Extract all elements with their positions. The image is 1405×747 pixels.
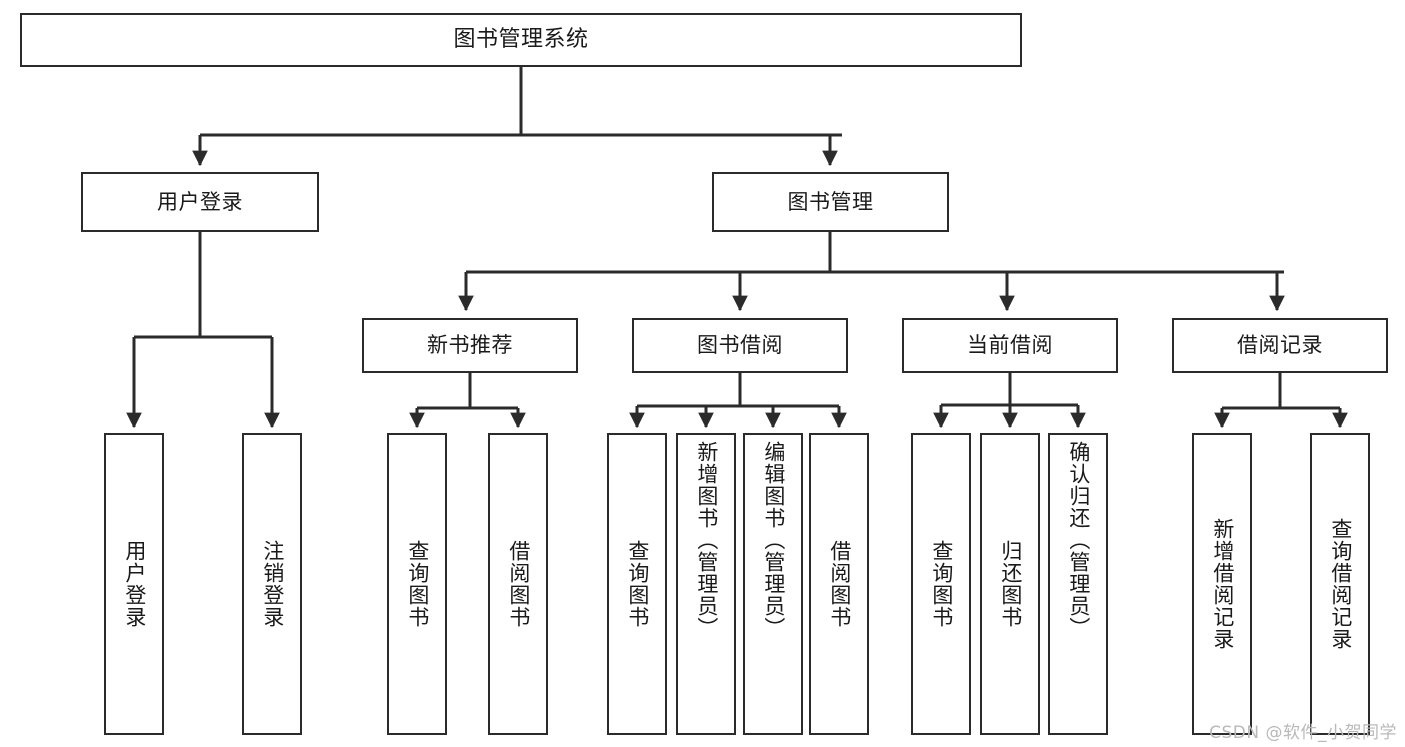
node-leaf-query-record-label: 查询借阅记录 bbox=[1328, 518, 1353, 650]
node-leaf-borrow-book-2-label: 借阅图书 bbox=[827, 540, 852, 628]
node-book-borrow[interactable]: 图书借阅 bbox=[632, 318, 848, 373]
node-leaf-borrow-book-1-label: 借阅图书 bbox=[506, 540, 531, 628]
node-leaf-query-book-2-label: 查询图书 bbox=[625, 540, 650, 628]
node-root[interactable]: 图书管理系统 bbox=[20, 13, 1022, 67]
node-leaf-query-record[interactable]: 查询借阅记录 bbox=[1310, 433, 1370, 735]
node-leaf-user-logout-label: 注销登录 bbox=[260, 540, 285, 628]
node-leaf-add-record-label: 新增借阅记录 bbox=[1210, 518, 1235, 650]
node-borrow-record-label: 借阅记录 bbox=[1237, 333, 1323, 358]
node-book-borrow-label: 图书借阅 bbox=[697, 333, 783, 358]
node-book-management[interactable]: 图书管理 bbox=[712, 172, 949, 232]
node-leaf-user-logout[interactable]: 注销登录 bbox=[242, 433, 302, 735]
node-leaf-borrow-book-1[interactable]: 借阅图书 bbox=[488, 433, 548, 735]
node-borrow-record[interactable]: 借阅记录 bbox=[1172, 318, 1388, 373]
node-leaf-query-book-1[interactable]: 查询图书 bbox=[387, 433, 447, 735]
node-leaf-confirm-return-label: 确认归还（管理员） bbox=[1066, 441, 1091, 639]
node-leaf-add-record[interactable]: 新增借阅记录 bbox=[1192, 433, 1252, 735]
node-current-borrow-label: 当前借阅 bbox=[967, 333, 1053, 358]
node-leaf-return-book[interactable]: 归还图书 bbox=[980, 433, 1040, 735]
node-user-login-label: 用户登录 bbox=[157, 189, 243, 214]
node-user-login[interactable]: 用户登录 bbox=[81, 172, 319, 232]
node-root-label: 图书管理系统 bbox=[453, 27, 589, 53]
node-leaf-borrow-book-2[interactable]: 借阅图书 bbox=[809, 433, 869, 735]
node-leaf-query-book-3[interactable]: 查询图书 bbox=[911, 433, 971, 735]
node-new-book-recommend-label: 新书推荐 bbox=[427, 333, 513, 358]
node-leaf-edit-book[interactable]: 编辑图书（管理员） bbox=[743, 433, 803, 735]
watermark: CSDN @软件_小贺同学 bbox=[1209, 723, 1397, 743]
node-leaf-return-book-label: 归还图书 bbox=[998, 540, 1023, 628]
node-new-book-recommend[interactable]: 新书推荐 bbox=[362, 318, 578, 373]
node-leaf-add-book[interactable]: 新增图书（管理员） bbox=[676, 433, 736, 735]
node-leaf-add-book-label: 新增图书（管理员） bbox=[694, 441, 719, 639]
node-leaf-user-login[interactable]: 用户登录 bbox=[104, 433, 164, 735]
node-leaf-query-book-2[interactable]: 查询图书 bbox=[607, 433, 667, 735]
node-leaf-confirm-return[interactable]: 确认归还（管理员） bbox=[1048, 433, 1108, 735]
node-leaf-user-login-label: 用户登录 bbox=[122, 540, 147, 628]
node-leaf-edit-book-label: 编辑图书（管理员） bbox=[761, 441, 786, 639]
node-book-management-label: 图书管理 bbox=[787, 189, 874, 214]
node-leaf-query-book-1-label: 查询图书 bbox=[405, 540, 430, 628]
node-current-borrow[interactable]: 当前借阅 bbox=[902, 318, 1118, 373]
node-leaf-query-book-3-label: 查询图书 bbox=[929, 540, 954, 628]
